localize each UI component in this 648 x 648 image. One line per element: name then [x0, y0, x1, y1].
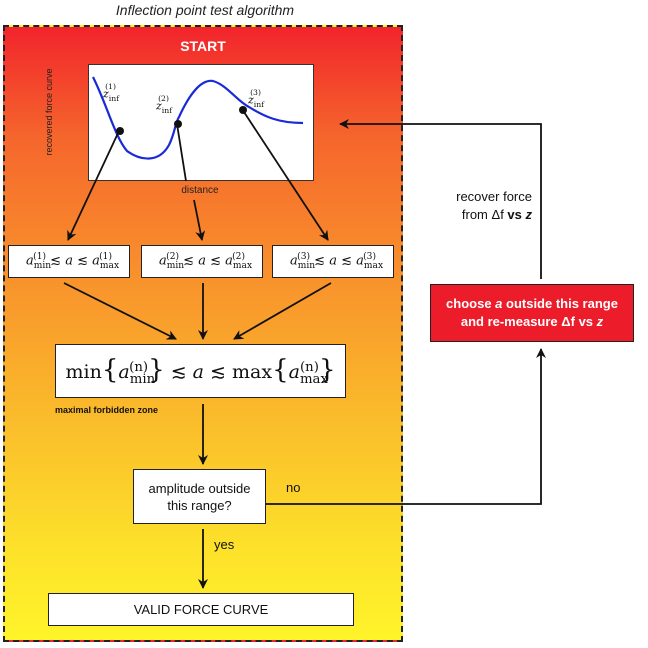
arrow-range3-to-combined — [233, 282, 332, 340]
combined-min-op: min — [65, 361, 102, 384]
zinf-label-1: zinf (1) — [103, 82, 130, 103]
zinf-2-sup: (2) — [158, 94, 169, 103]
recover-line-1: recover force — [456, 189, 532, 204]
arrow-remeasure-to-plot — [339, 119, 542, 279]
recover-var-z: z — [525, 207, 533, 222]
inflection-point-2 — [174, 120, 182, 128]
range-3-a-min: a — [290, 253, 298, 269]
zinf-label-2: zinf (2) — [156, 94, 183, 115]
zinf-1-symbol: z — [103, 87, 109, 101]
range-box-3: amin(3) ≲ a ≲ amax(3) — [272, 245, 394, 278]
range-2-min-sub: min — [166, 260, 185, 271]
recover-line2-vs: vs — [503, 207, 526, 222]
remeasure-var-z: z — [596, 314, 604, 329]
range-2-a: a — [198, 253, 206, 269]
zinf-1-sub: inf — [108, 93, 120, 103]
zinf-label-3: zinf (3) — [248, 88, 275, 109]
zinf-2-sub: inf — [161, 105, 173, 115]
force-curve-plot — [88, 64, 314, 181]
combined-a-min: a — [118, 361, 130, 384]
range-3-min-sub: min — [297, 260, 316, 271]
combined-max-op: max — [232, 361, 273, 384]
combined-a: a — [192, 361, 204, 384]
zinf-3-symbol: z — [248, 93, 254, 107]
combined-range-box: min{amin(n)} ≲ a ≲ max{amax(n)} — [55, 344, 346, 398]
valid-force-curve-box: VALID FORCE CURVE — [48, 593, 354, 626]
range-2-max-sup: (2) — [232, 252, 245, 263]
range-3-max-sup: (3) — [363, 252, 376, 263]
combined-min-sup: (n) — [129, 359, 149, 375]
range-1-a-min: a — [26, 253, 34, 269]
range-3-min-sup: (3) — [297, 252, 311, 263]
no-label: no — [286, 480, 301, 495]
forbidden-zone-label: maximal forbidden zone — [55, 405, 159, 415]
yes-label: yes — [214, 537, 235, 552]
range-2-min-sup: (2) — [166, 252, 180, 263]
force-curve — [92, 76, 304, 160]
range-box-1: amin(1) ≲ a ≲ amax(1) — [8, 245, 130, 278]
remeasure-line2-vs: vs — [574, 314, 597, 329]
remeasure-line2-pre: and re-measure — [460, 314, 562, 329]
remeasure-var-a: a — [495, 296, 503, 311]
arrow-no-to-remeasure — [266, 348, 546, 505]
arrow-distance-to-range2 — [193, 199, 206, 241]
range-2-a-max: a — [225, 253, 233, 269]
zinf-3-sup: (3) — [250, 88, 261, 97]
remeasure-line1-post: outside this range — [502, 296, 618, 311]
range-1-min-sup: (1) — [33, 252, 47, 263]
combined-max-sub: max — [299, 371, 328, 387]
zinf-1-sup: (1) — [105, 82, 116, 91]
range-2-max-sub: max — [232, 260, 253, 271]
range-1-min-sub: min — [33, 260, 52, 271]
start-label: START — [180, 38, 226, 54]
combined-a-max: a — [288, 361, 300, 384]
range-2-a-min: a — [159, 253, 167, 269]
arrow-point3-to-range3 — [241, 108, 329, 241]
range-1-a-max: a — [92, 253, 100, 269]
diagram-title: Inflection point test algorithm — [115, 2, 295, 18]
recover-line2-pre: from — [461, 207, 492, 222]
range-1-max-sup: (1) — [99, 252, 112, 263]
range-3-a-max: a — [356, 253, 364, 269]
recover-force-label: recover force from Δf vs z — [408, 188, 532, 224]
remeasure-line1-pre: choose — [446, 296, 496, 311]
zinf-3-sub: inf — [253, 99, 265, 109]
arrow-point1-to-range1 — [67, 130, 120, 241]
plot-x-label: distance — [181, 185, 219, 196]
question-line-2: this range? — [167, 497, 232, 513]
combined-min-sub: min — [129, 371, 156, 387]
range-1-a: a — [65, 253, 73, 269]
range-1-max-sub: max — [99, 260, 120, 271]
combined-max-sup: (n) — [299, 359, 319, 375]
zinf-2-symbol: z — [156, 99, 162, 113]
remeasure-var-df: Δf — [561, 314, 575, 329]
range-3-max-sub: max — [363, 260, 384, 271]
line-point2-to-distance — [176, 123, 187, 182]
question-line-1: amplitude outside — [148, 480, 251, 496]
range-3-a: a — [329, 253, 337, 269]
arrow-range1-to-combined — [63, 282, 177, 340]
range-box-2: amin(2) ≲ a ≲ amax(2) — [141, 245, 263, 278]
remeasure-box: choose a outside this range and re-measu… — [430, 284, 634, 342]
recover-var-df: Δf — [491, 207, 504, 222]
